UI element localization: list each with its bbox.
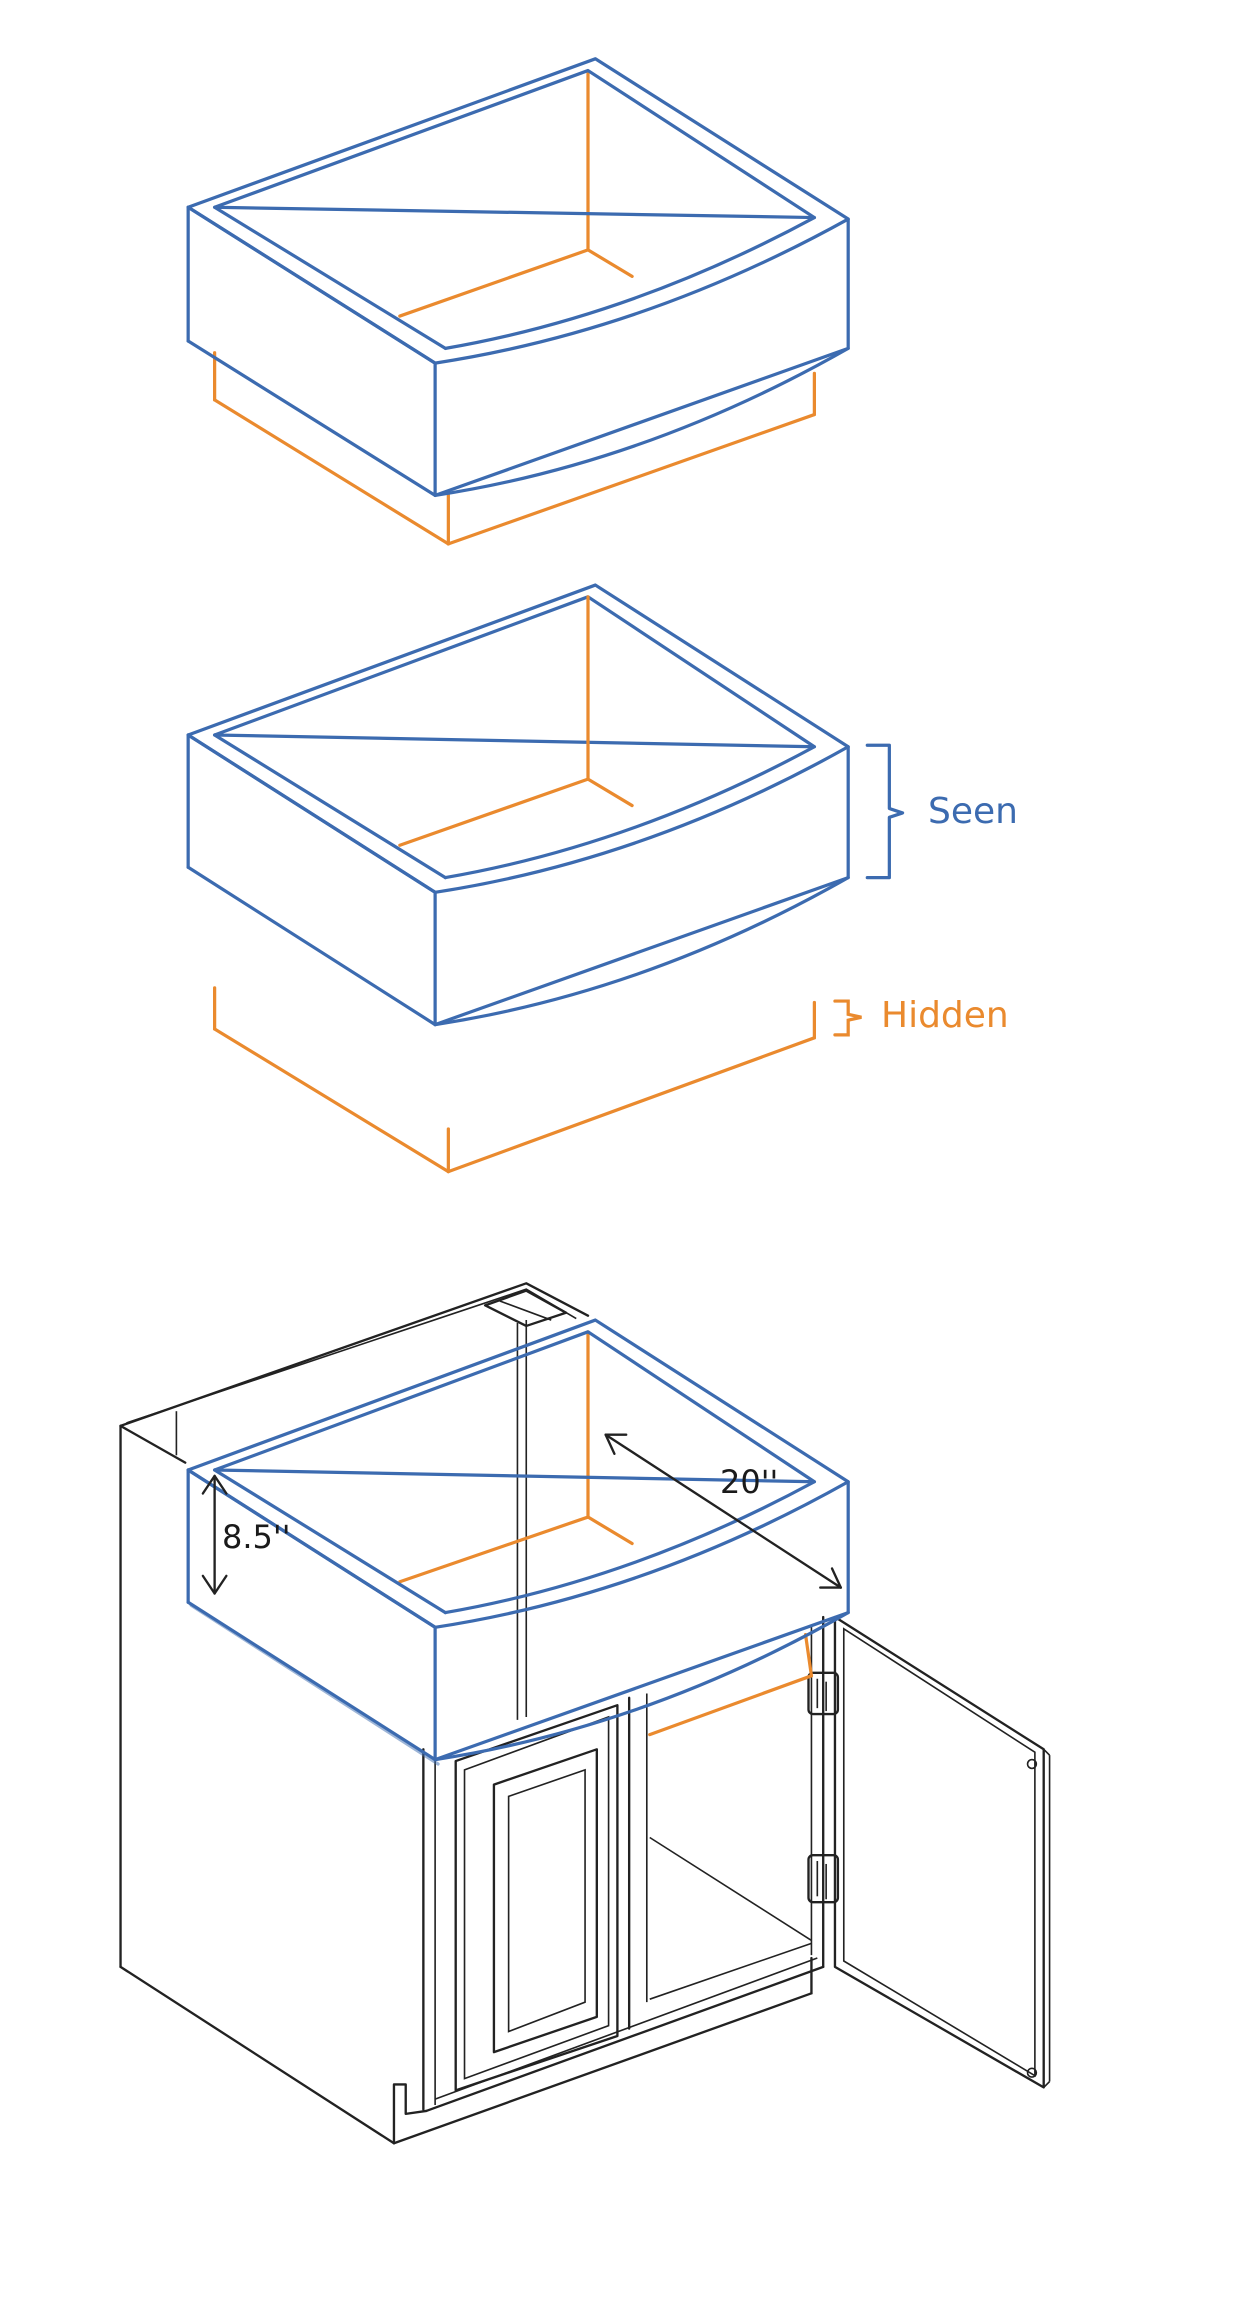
sink-exploded-view [186, 583, 905, 1174]
height-dimension-label: 8.5'' [222, 1518, 290, 1556]
lower-hinge [807, 1853, 840, 1904]
sink-full-visible-lines [186, 57, 850, 498]
seen-bracket [865, 743, 905, 880]
sink-full-hidden-lines [213, 71, 816, 546]
height-dimension [201, 1474, 228, 1595]
hidden-bracket [833, 999, 862, 1037]
cabinet-assembly [119, 1282, 1051, 2145]
depth-dimension-label: 20'' [720, 1463, 778, 1501]
installed-sink-hidden-lines [398, 1330, 814, 1737]
sink-full-view [186, 57, 850, 546]
installed-sink-visible-lines [186, 1318, 850, 1766]
upper-hinge [807, 1671, 840, 1716]
base-cabinet [119, 1282, 1051, 2145]
sink-exploded-hidden-lines [213, 595, 862, 1174]
hidden-label: Hidden [881, 995, 1009, 1036]
seen-label: Seen [928, 791, 1018, 832]
sink-exploded-visible-lines [186, 583, 905, 1027]
depth-dimension [604, 1433, 843, 1589]
